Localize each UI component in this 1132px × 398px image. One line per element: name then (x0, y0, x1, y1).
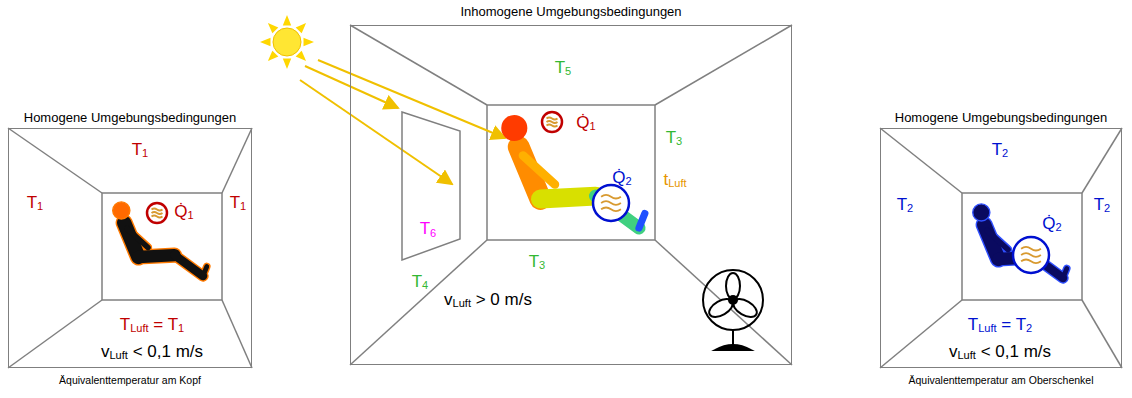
room-caption: Äquivalenttemperatur am Kopf (59, 374, 201, 386)
annotation-label: Q̇1 (576, 114, 595, 133)
sun (260, 15, 314, 69)
room-title: Homogene Umgebungsbedingungen (24, 110, 237, 125)
annotation-label: T1 (132, 141, 149, 160)
annotation-label: T3 (529, 253, 546, 272)
annotation-label: T4 (412, 273, 429, 292)
heat-symbols (147, 112, 1049, 273)
annotation-label: T2 (1094, 196, 1111, 215)
annotation-label: TLuft = T2 (968, 316, 1032, 335)
annotation-label: T2 (897, 196, 914, 215)
window-shape: T6 (401, 111, 461, 261)
annotation-label: Q̇2 (612, 169, 631, 188)
annotation-label: T3 (666, 129, 683, 148)
annotation-label: T5 (555, 59, 572, 78)
room-caption: Äquivalenttemperatur am Oberschenkel (908, 374, 1093, 386)
fan-icon (703, 270, 763, 350)
room-walls (8, 25, 1122, 368)
room-title: Homogene Umgebungsbedingungen (895, 110, 1108, 125)
annotation-label: Q̇1 (174, 203, 193, 222)
annotation-label: vLuft < 0,1 m/s (949, 343, 1051, 362)
annotation-label: vLuft < 0,1 m/s (101, 343, 203, 362)
annotation-label: T1 (27, 194, 44, 213)
annotation-label: T2 (992, 141, 1009, 160)
annotation-label: T1 (230, 194, 247, 213)
temperature-label: T6 (420, 219, 437, 239)
person-figures (113, 115, 1067, 278)
annotation-label: tLuft (663, 171, 686, 190)
annotation-label: vLuft > 0 m/s (444, 291, 532, 310)
annotation-label: TLuft = T1 (120, 316, 184, 335)
annotation-label: Q̇2 (1042, 215, 1061, 234)
room-title: Inhomogene Umgebungsbedingungen (460, 4, 681, 19)
